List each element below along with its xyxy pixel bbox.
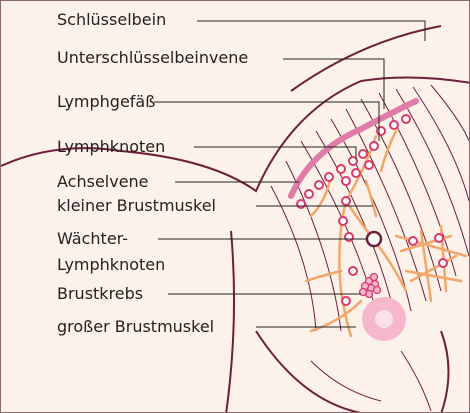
arm-inner-contour [226,231,234,413]
label-pec-major: großer Brustmuskel [57,318,214,336]
label-clavicle: Schlüsselbein [57,11,166,29]
lymph-node [365,161,373,169]
lymph-node [297,200,305,208]
vein-path [291,101,416,196]
lymph-node [359,150,367,158]
label-axillary-vein: Achselvene [57,173,149,191]
lymph-node [370,142,378,150]
lymph-node [402,115,410,123]
lymph-node [342,177,350,185]
tumor-cluster [360,274,381,298]
label-lymph-vessel: Lymphgefäß [57,93,155,111]
lymph-node [349,267,357,275]
label-sentinel-line1: Wächter- [57,230,128,248]
lymph-node [315,181,323,189]
leader-clavicle [197,21,425,41]
lymph-node [409,237,417,245]
lymph-node [339,217,347,225]
label-subclavian-vein: Unterschlüsselbeinvene [57,49,248,67]
label-cancer: Brustkrebs [57,285,143,303]
lymph-node [342,297,350,305]
label-pec-minor: kleiner Brustmuskel [57,197,216,215]
label-lymph-nodes: Lymphknoten [57,138,165,156]
lymph-node [342,197,350,205]
lymph-node [435,234,443,242]
breast-contour [256,331,361,413]
lymph-node [352,169,360,177]
lymph-node [337,165,345,173]
lymph-node [390,121,398,129]
label-sentinel-line2: Lymphknoten [57,256,165,274]
lymph-node [325,173,333,181]
lymph-node [345,233,353,241]
torso-contour [441,331,449,413]
lymph-node [377,127,385,135]
lymph-node [439,259,447,267]
lymph-node [305,190,313,198]
sentinel-node [367,232,381,246]
nipple [375,310,393,328]
